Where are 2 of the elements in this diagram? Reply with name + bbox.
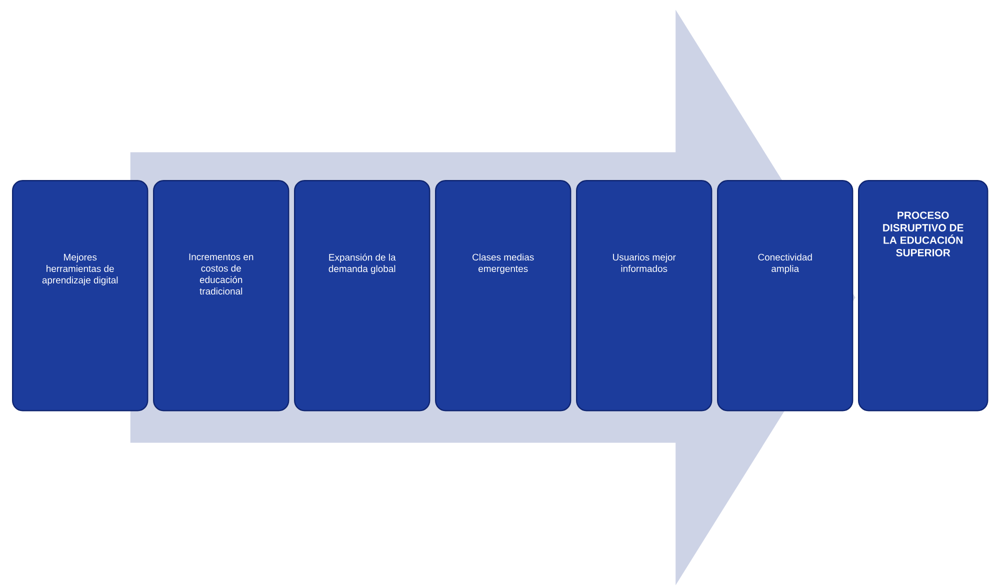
process-box: Mejores herramientas de aprendizaje digital bbox=[12, 180, 148, 412]
process-box: PROCESO DISRUPTIVO DE LA EDUCACIÓN SUPERIOR bbox=[858, 180, 988, 412]
